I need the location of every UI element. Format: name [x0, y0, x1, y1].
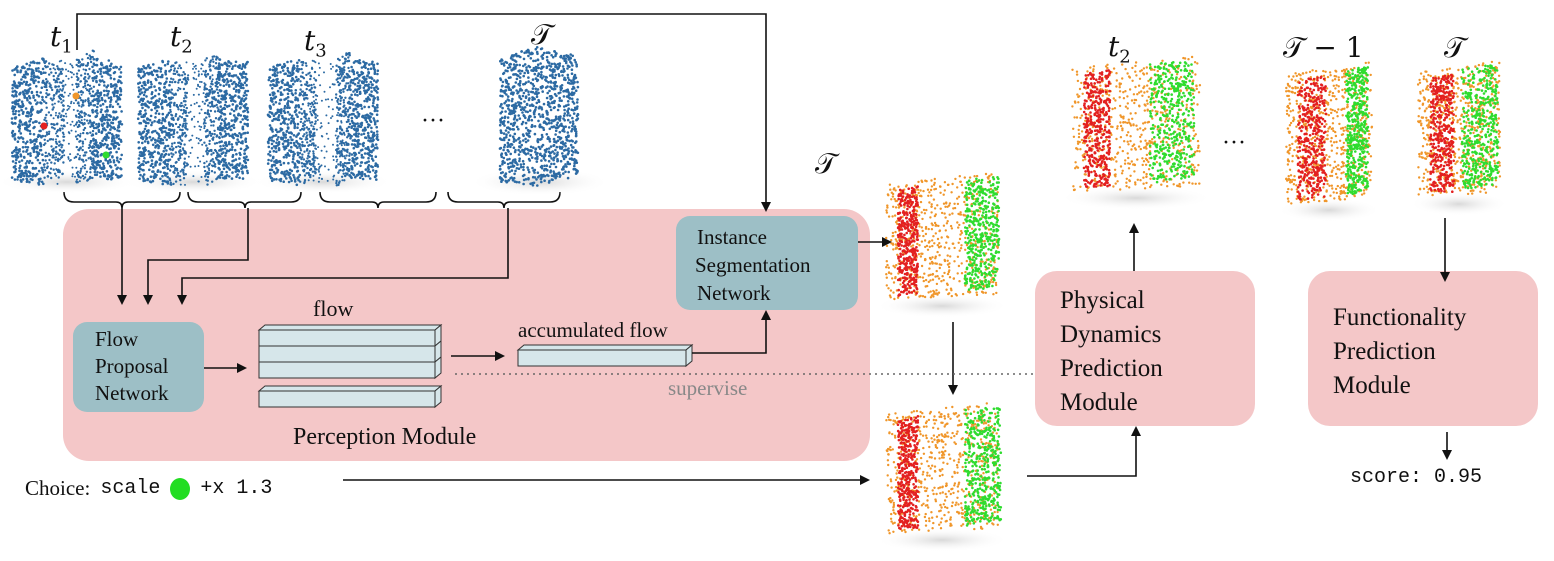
accumulated-flow-label: accumulated flow: [518, 318, 668, 342]
physical-dynamics-module-label: Physical Dynamics Prediction Module: [1060, 287, 1163, 416]
cloud-after-choice-green-door: [963, 406, 1003, 527]
cloud-after-choice-red-door: [896, 415, 920, 531]
supervise-label: supervise: [668, 376, 748, 400]
functionality-module-box: [1308, 271, 1538, 426]
time-label-t2: t2: [170, 20, 193, 58]
time-label-right-T: 𝒯: [1444, 31, 1466, 64]
keypoint-marker-1: [40, 122, 48, 130]
cloud-input-t3-left-door: [298, 60, 318, 185]
cloud-input-T-left: [498, 46, 542, 187]
cloud-input-t1-left-panel: [10, 57, 45, 186]
flow-proposal-network-label: Flow Proposal Network: [95, 327, 169, 405]
cloud-input-t2-inner-sparse: [177, 61, 215, 186]
cloud-pred-T-red-door: [1428, 73, 1456, 193]
frame-braces: [63, 191, 561, 209]
cloud-input-T-right: [538, 47, 580, 184]
keypoint-marker-0: [72, 92, 80, 100]
instance-segmentation-network-label: Instance Segmentation Network: [695, 225, 811, 305]
cloud-after-choice-shadow: [874, 528, 1010, 552]
ellipsis-right: ···: [1222, 130, 1246, 156]
cloud-pred-t2-green-door: [1148, 61, 1196, 184]
cloud-pred-T-shadow: [1409, 192, 1509, 216]
cloud-input-t3-left-panel: [266, 59, 302, 187]
score-label: score: 0.95: [1350, 466, 1483, 489]
flow-proposal-network-box: [73, 322, 204, 412]
instance-segmentation-network-box: [676, 216, 858, 310]
cloud-input-t3-right-door: [334, 51, 352, 187]
cloud-input-t3-shadow: [253, 170, 393, 194]
cloud-pred-t2-shadow: [1059, 186, 1213, 210]
flow-label: flow: [313, 296, 354, 321]
perception-module-title: Perception Module: [293, 424, 477, 450]
flow-single-slab: [257, 384, 443, 409]
cloud-segmented-T-green-door: [963, 176, 1001, 291]
point-clouds: [0, 46, 1509, 552]
cloud-pred-t2-red-door: [1082, 69, 1112, 188]
choice-code-value: +x 1.3: [200, 477, 273, 500]
cloud-segmented-T-red-door: [896, 185, 920, 297]
physical-dynamics-module-box: [1035, 271, 1255, 426]
time-label-right-t2: t2: [1108, 30, 1131, 68]
cloud-input-t3-inner-sparse: [307, 59, 347, 183]
time-label-T: 𝒯: [531, 18, 553, 51]
choice-code-scale: scale: [100, 477, 161, 500]
accumulated-flow-slab: [516, 343, 694, 368]
cloud-input-t1-right-panel: [90, 57, 124, 181]
green-dot-icon: [170, 477, 191, 500]
functionality-module-label: Functionality Prediction Module: [1333, 304, 1467, 399]
choice-prefix: Choice:: [25, 476, 91, 500]
ellipsis-left: ···: [421, 108, 445, 134]
time-label-t1: t1: [50, 20, 73, 58]
cloud-input-t1-left-door: [42, 60, 65, 180]
cloud-pred-T-minus-1-shadow: [1277, 198, 1381, 222]
cloud-pred-T-minus-1-red-door: [1296, 75, 1328, 201]
cloud-pred-T-minus-1-green-door: [1344, 66, 1370, 195]
keypoint-marker-2: [102, 151, 110, 159]
cloud-input-t2-right-panel: [216, 58, 250, 180]
mid-time-label-T: 𝒯: [815, 147, 837, 180]
cloud-pred-T-green-door: [1460, 64, 1500, 190]
time-label-T-minus-1: 𝒯 − 1: [1283, 31, 1364, 64]
flow-stack: [257, 323, 443, 380]
time-label-t3: t3: [304, 24, 327, 62]
choice-line: Choice: scale +x 1.3: [25, 476, 272, 501]
cloud-input-t2-left-panel: [136, 59, 172, 186]
connectors: [76, 13, 1452, 485]
cloud-input-t3-right-panel: [346, 59, 380, 181]
cloud-input-t2-right-door: [203, 55, 222, 186]
cloud-segmented-T-shadow: [874, 294, 1010, 318]
